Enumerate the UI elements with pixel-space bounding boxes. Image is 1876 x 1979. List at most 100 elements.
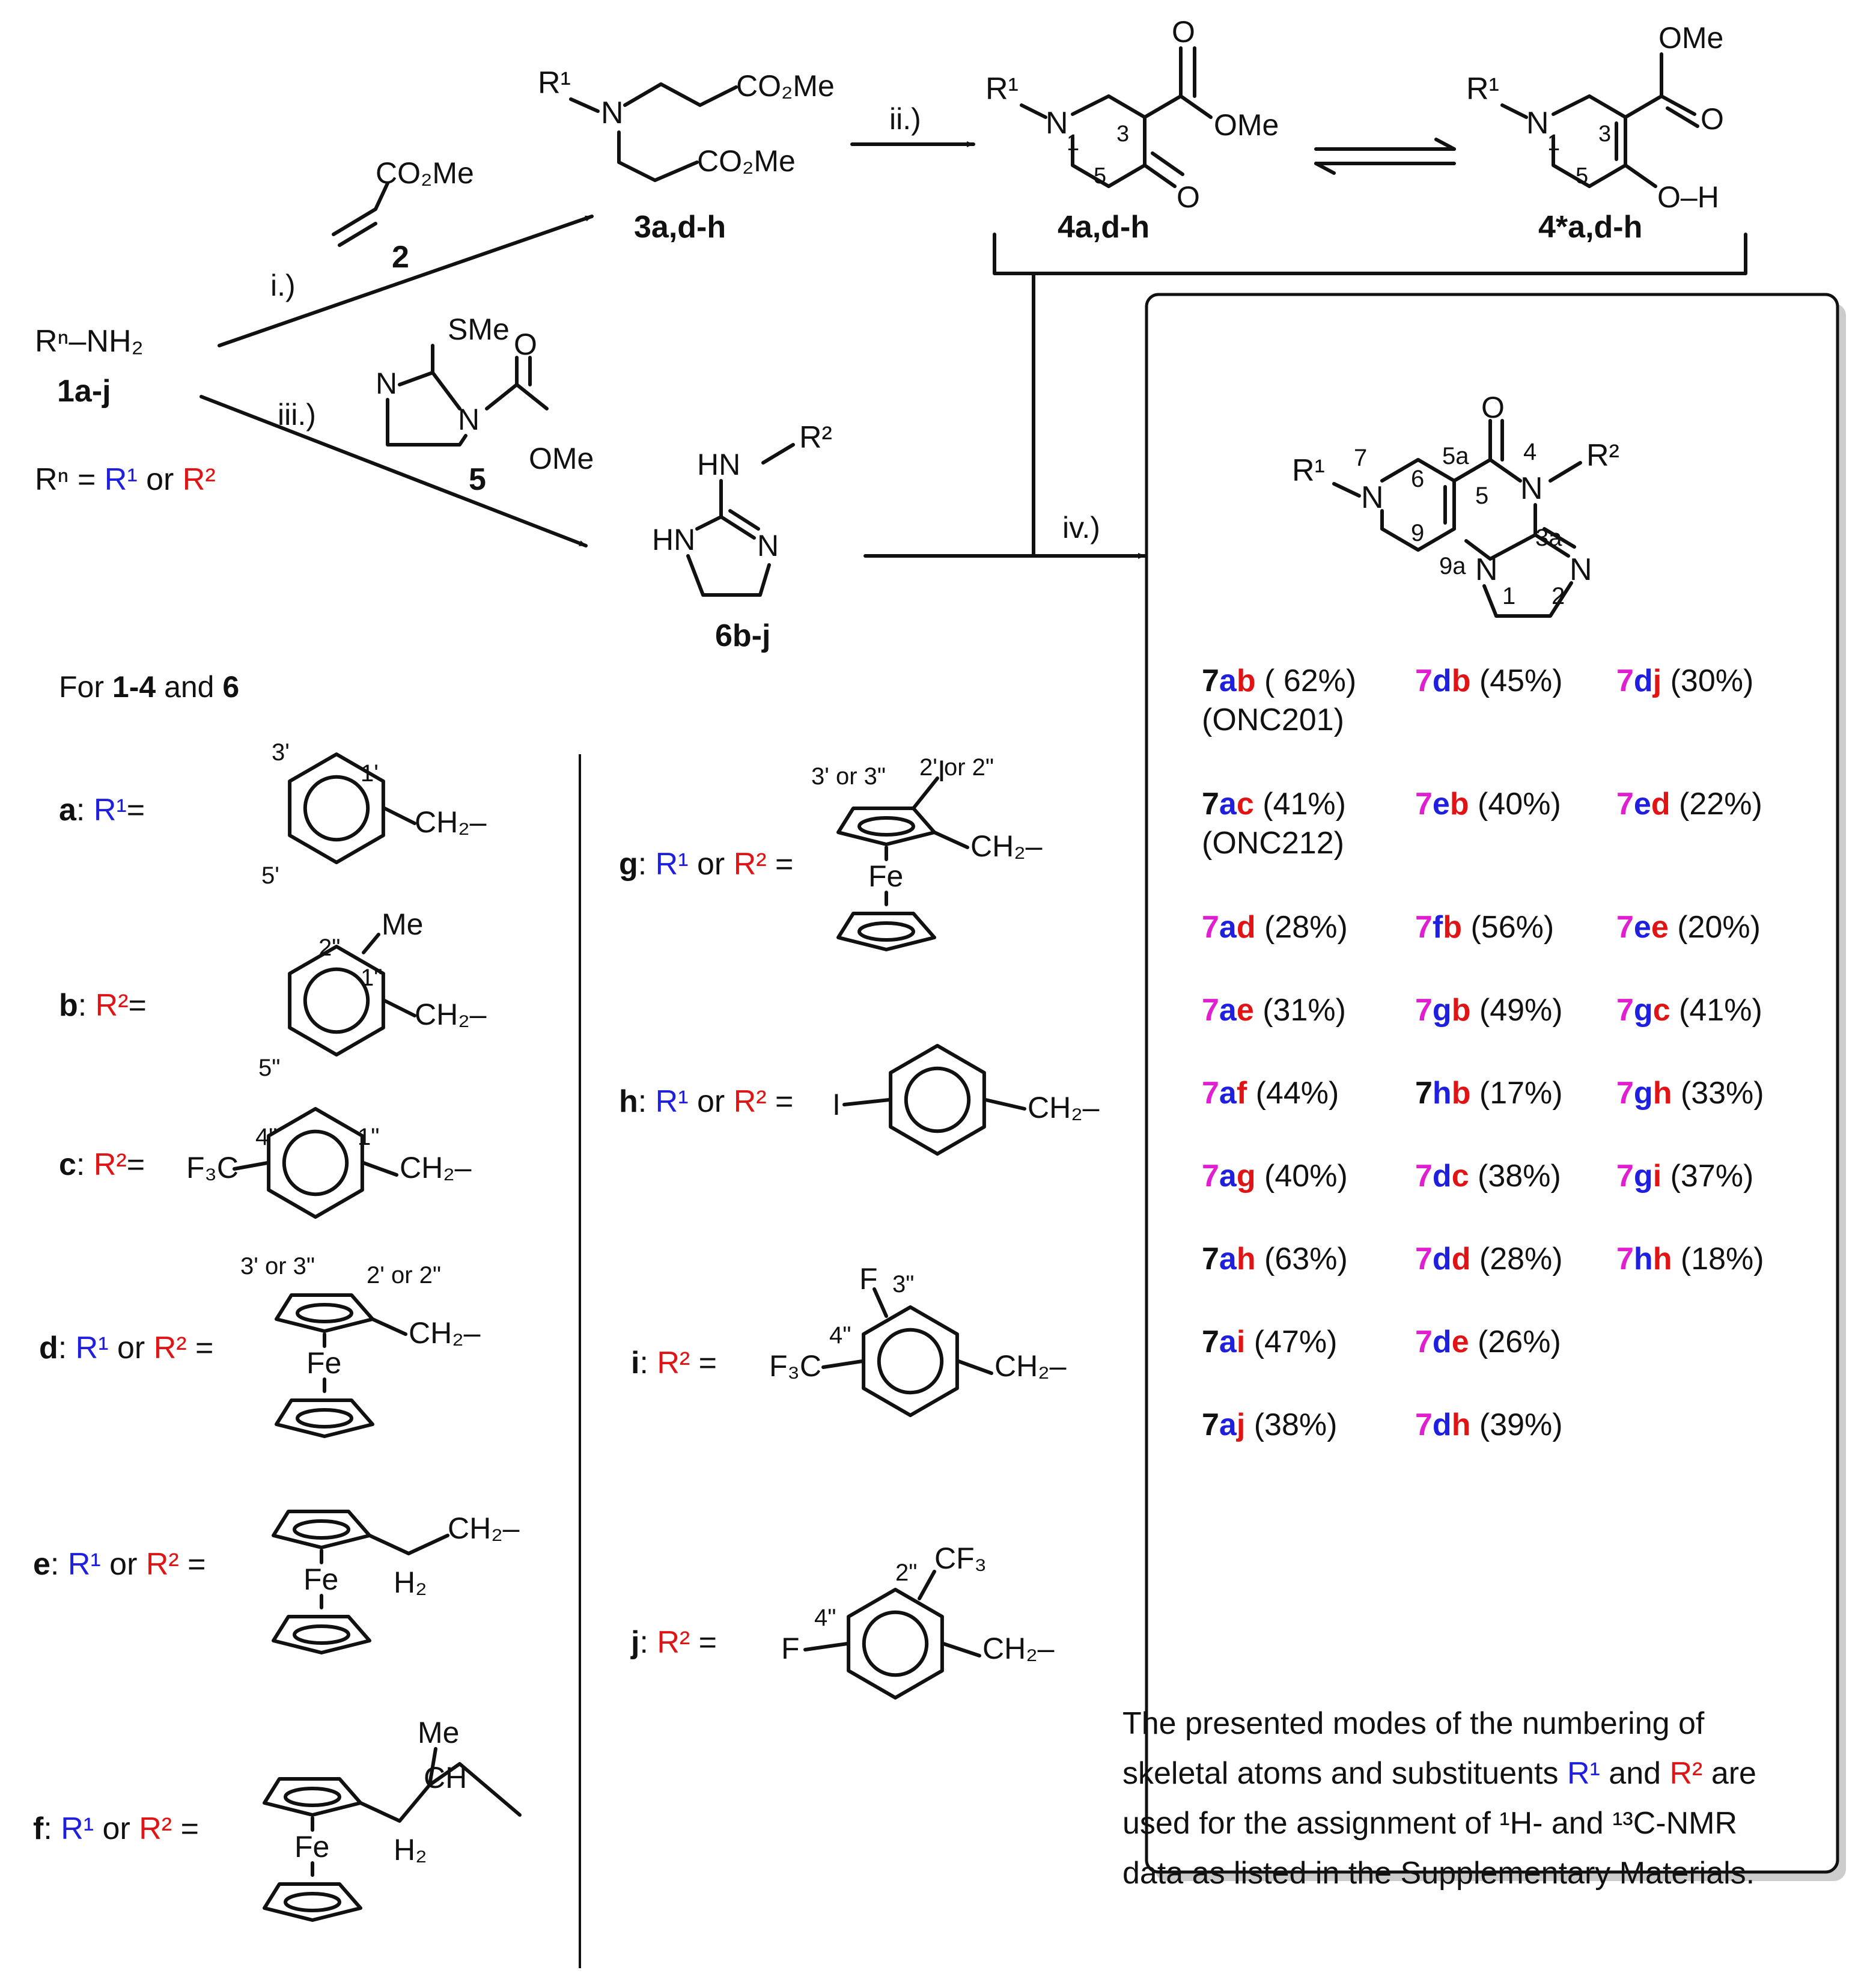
svg-text:N: N [376, 367, 397, 400]
product-entry: 7gb (49%) [1415, 993, 1563, 1028]
iron-atom: Fe [306, 1346, 341, 1380]
cp-aromatic-circle [857, 921, 915, 942]
product-entry: 7hb (17%) [1415, 1076, 1563, 1111]
aromatic-circle [303, 775, 370, 842]
cyclopentadienyl-ring [275, 1398, 374, 1438]
product-entry: 7dd (28%) [1415, 1242, 1563, 1276]
svg-text:R²: R² [799, 420, 832, 455]
substituent-label: h: R¹ or R² = [619, 1084, 793, 1119]
cyclopentadienyl-ring [272, 1615, 371, 1654]
product-7-core: R¹ 7 N O N 4 R² N N 5a 6 5 3a 9 9a 1 2 [1292, 391, 1619, 618]
atom-number: 4" [829, 1322, 851, 1349]
rn-definition: Rⁿ = R¹ or R² [35, 462, 216, 497]
reagent-5: SMe N N O OMe 5 [376, 313, 594, 497]
diester-id: 3a,d-h [634, 210, 726, 245]
svg-text:HN: HN [652, 523, 695, 556]
group-text: I [832, 1088, 841, 1121]
svg-text:1: 1 [1502, 583, 1515, 609]
aromatic-circle [862, 1610, 929, 1677]
diester-3: R¹ N CO₂Me CO₂Me 3a,d-h [538, 66, 835, 245]
atom-number: 3' or 3" [811, 763, 886, 790]
group-text: CH₂– [409, 1316, 481, 1350]
group-text: F [859, 1262, 878, 1296]
product-entry: 7gh (33%) [1616, 1076, 1764, 1111]
benzene-ring [847, 1588, 944, 1700]
enol-id: 4*a,d-h [1538, 210, 1642, 245]
atom-number: 5" [258, 1055, 280, 1081]
benzene-ring [889, 1044, 986, 1156]
product-entry: 7ah (63%) [1202, 1242, 1348, 1276]
group-text: H₂ [394, 1566, 427, 1599]
svg-text:9a: 9a [1439, 553, 1466, 579]
product-entry: 7eb (40%) [1415, 787, 1561, 822]
substituent-label: d: R¹ or R² = [39, 1331, 213, 1365]
step-iii-label: iii.) [278, 398, 316, 431]
product-entry: 7ed (22%) [1616, 787, 1762, 822]
svg-text:1: 1 [1547, 130, 1560, 156]
diester-r1: R¹ [538, 66, 571, 100]
product-entry: 7gi (37%) [1616, 1159, 1753, 1194]
svg-text:OMe: OMe [529, 442, 594, 475]
substituent-label: e: R¹ or R² = [33, 1547, 206, 1582]
product-entry: 7ae (31%) [1202, 993, 1346, 1028]
group-text: F₃C [186, 1151, 239, 1185]
atom-number: 4" [255, 1124, 277, 1150]
product-entry: 7aj (38%) [1202, 1407, 1337, 1442]
iron-atom: Fe [303, 1563, 338, 1596]
cyclopentadienyl-ring [263, 1777, 362, 1817]
svg-text:5: 5 [1475, 483, 1488, 509]
svg-text:O: O [1701, 102, 1724, 136]
svg-text:7: 7 [1354, 445, 1367, 471]
svg-text:5: 5 [1576, 163, 1588, 189]
cyclopentadienyl-ring [272, 1510, 371, 1549]
product-entry: 7dj (30%) [1616, 663, 1753, 698]
svg-text:N: N [1046, 106, 1068, 141]
benzene-ring [267, 1107, 364, 1219]
product-entry: 7gc (41%) [1616, 993, 1762, 1028]
cp-aromatic-circle [293, 1519, 350, 1540]
group-text: CH₂– [415, 805, 487, 839]
cyclopentadienyl-ring [836, 807, 936, 846]
step-i-label: i.) [270, 269, 296, 302]
svg-text:N: N [1361, 480, 1384, 515]
aromatic-circle [303, 967, 370, 1034]
group-text: CF₃ [934, 1541, 987, 1575]
note-line: The presented modes of the numbering of [1122, 1706, 1705, 1741]
svg-text:N: N [458, 403, 480, 436]
equilibrium-back-hook [1314, 162, 1336, 175]
cp-aromatic-circle [296, 1303, 353, 1323]
atom-number: 1" [361, 965, 382, 991]
key-heading: For 1-4 and 6 [59, 670, 239, 704]
amine-id: 1a-j [57, 374, 111, 409]
group-text: CH₂– [994, 1349, 1067, 1383]
svg-text:CO₂Me: CO₂Me [376, 156, 474, 190]
group-text: I [937, 754, 946, 788]
atom-number: 4" [814, 1605, 836, 1631]
svg-text:HN: HN [697, 448, 740, 481]
atom-number: 2' or 2" [367, 1262, 441, 1288]
keto-ester-4: R¹ N O OMe O 1 3 5 4a,d-h [985, 15, 1279, 245]
group-text: H₂ [394, 1833, 427, 1867]
atom-number: 2" [895, 1560, 917, 1586]
svg-text:R¹: R¹ [985, 72, 1019, 106]
group-text: CH₂– [970, 829, 1043, 863]
cp-aromatic-circle [284, 1892, 341, 1912]
equilibrium-forward-hook [1434, 138, 1456, 151]
group-text: CH₂– [982, 1632, 1055, 1665]
svg-text:N: N [1520, 471, 1543, 506]
enol-4star: R¹ N OMe O O–H 1 3 5 4*a,d-h [1466, 21, 1724, 245]
atom-number: 3' [272, 739, 290, 766]
svg-text:N: N [757, 529, 779, 563]
svg-text:O–H: O–H [1657, 180, 1719, 214]
tautomer-bracket [993, 233, 1747, 275]
product-entry: 7dc (38%) [1415, 1159, 1561, 1194]
substituent-label: b: R²= [59, 988, 147, 1023]
group-text: CH₂– [1028, 1091, 1100, 1124]
aromatic-circle [904, 1066, 971, 1133]
svg-text:CO₂Me: CO₂Me [736, 69, 835, 103]
product-entry: 7ee (20%) [1616, 910, 1761, 945]
svg-text:3: 3 [1116, 121, 1129, 147]
substituent-label: c: R²= [59, 1147, 145, 1182]
svg-text:R²: R² [1586, 438, 1619, 473]
